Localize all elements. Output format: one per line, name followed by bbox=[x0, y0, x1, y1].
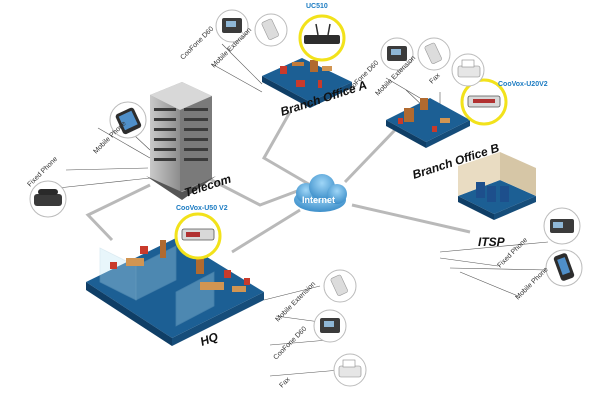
itsp-label: ITSP bbox=[478, 235, 506, 249]
deskphone-icon bbox=[313, 309, 347, 343]
link-telecom-hq bbox=[85, 183, 151, 242]
deskphone-icon bbox=[380, 37, 414, 71]
hq-fax-label: Fax bbox=[278, 376, 292, 390]
link-branch-a-internet bbox=[261, 111, 313, 188]
hq-coofone-label: CooFone D60 bbox=[272, 326, 308, 362]
coovox-u20v2-label: CooVox-U20V2 bbox=[498, 81, 548, 88]
hq-floor bbox=[86, 238, 264, 346]
branch-office-b-floor bbox=[386, 98, 470, 148]
internet-cloud-icon bbox=[294, 174, 347, 212]
mobile-phone-icon bbox=[109, 101, 147, 139]
telecom-mobile-label: Mobile Phone bbox=[92, 120, 127, 155]
branch-a-coofone-label: CooFone D60 bbox=[179, 26, 215, 62]
itsp-room bbox=[458, 152, 536, 220]
mobile-extension-icon bbox=[417, 37, 451, 71]
internet-label: Internet bbox=[302, 195, 335, 205]
link-telecom-internet bbox=[195, 170, 301, 207]
telecom-building bbox=[146, 82, 216, 200]
network-links bbox=[85, 111, 471, 254]
coovox-u20v2-device bbox=[460, 78, 508, 126]
branch-office-a-floor bbox=[262, 58, 352, 108]
mobile-extension-icon bbox=[254, 13, 288, 47]
link-itsp-internet bbox=[351, 203, 471, 234]
ucs10-device bbox=[298, 14, 346, 62]
hq-label: HQ bbox=[198, 329, 220, 349]
ucs10-label: UC510 bbox=[306, 3, 328, 10]
deskphone-icon bbox=[215, 9, 249, 43]
coovox-u50v2-device bbox=[174, 212, 222, 260]
itsp-mobile-label: Mobile Phone bbox=[514, 266, 549, 301]
fixed-phone-icon bbox=[29, 180, 67, 218]
deskphone-icon bbox=[543, 207, 581, 245]
hq-mobile-ext-label: Mobile Extension bbox=[274, 281, 317, 324]
fax-icon bbox=[333, 353, 367, 387]
mobile-extension-icon bbox=[323, 269, 357, 303]
mobile-phone-icon bbox=[545, 249, 583, 287]
branch-b-fax-label: Fax bbox=[428, 72, 442, 86]
fax-icon bbox=[451, 53, 485, 87]
coovox-u50v2-label: CooVox-U50 V2 bbox=[176, 205, 228, 212]
link-hq-internet bbox=[231, 208, 301, 254]
link-branch-b-internet bbox=[343, 128, 397, 184]
